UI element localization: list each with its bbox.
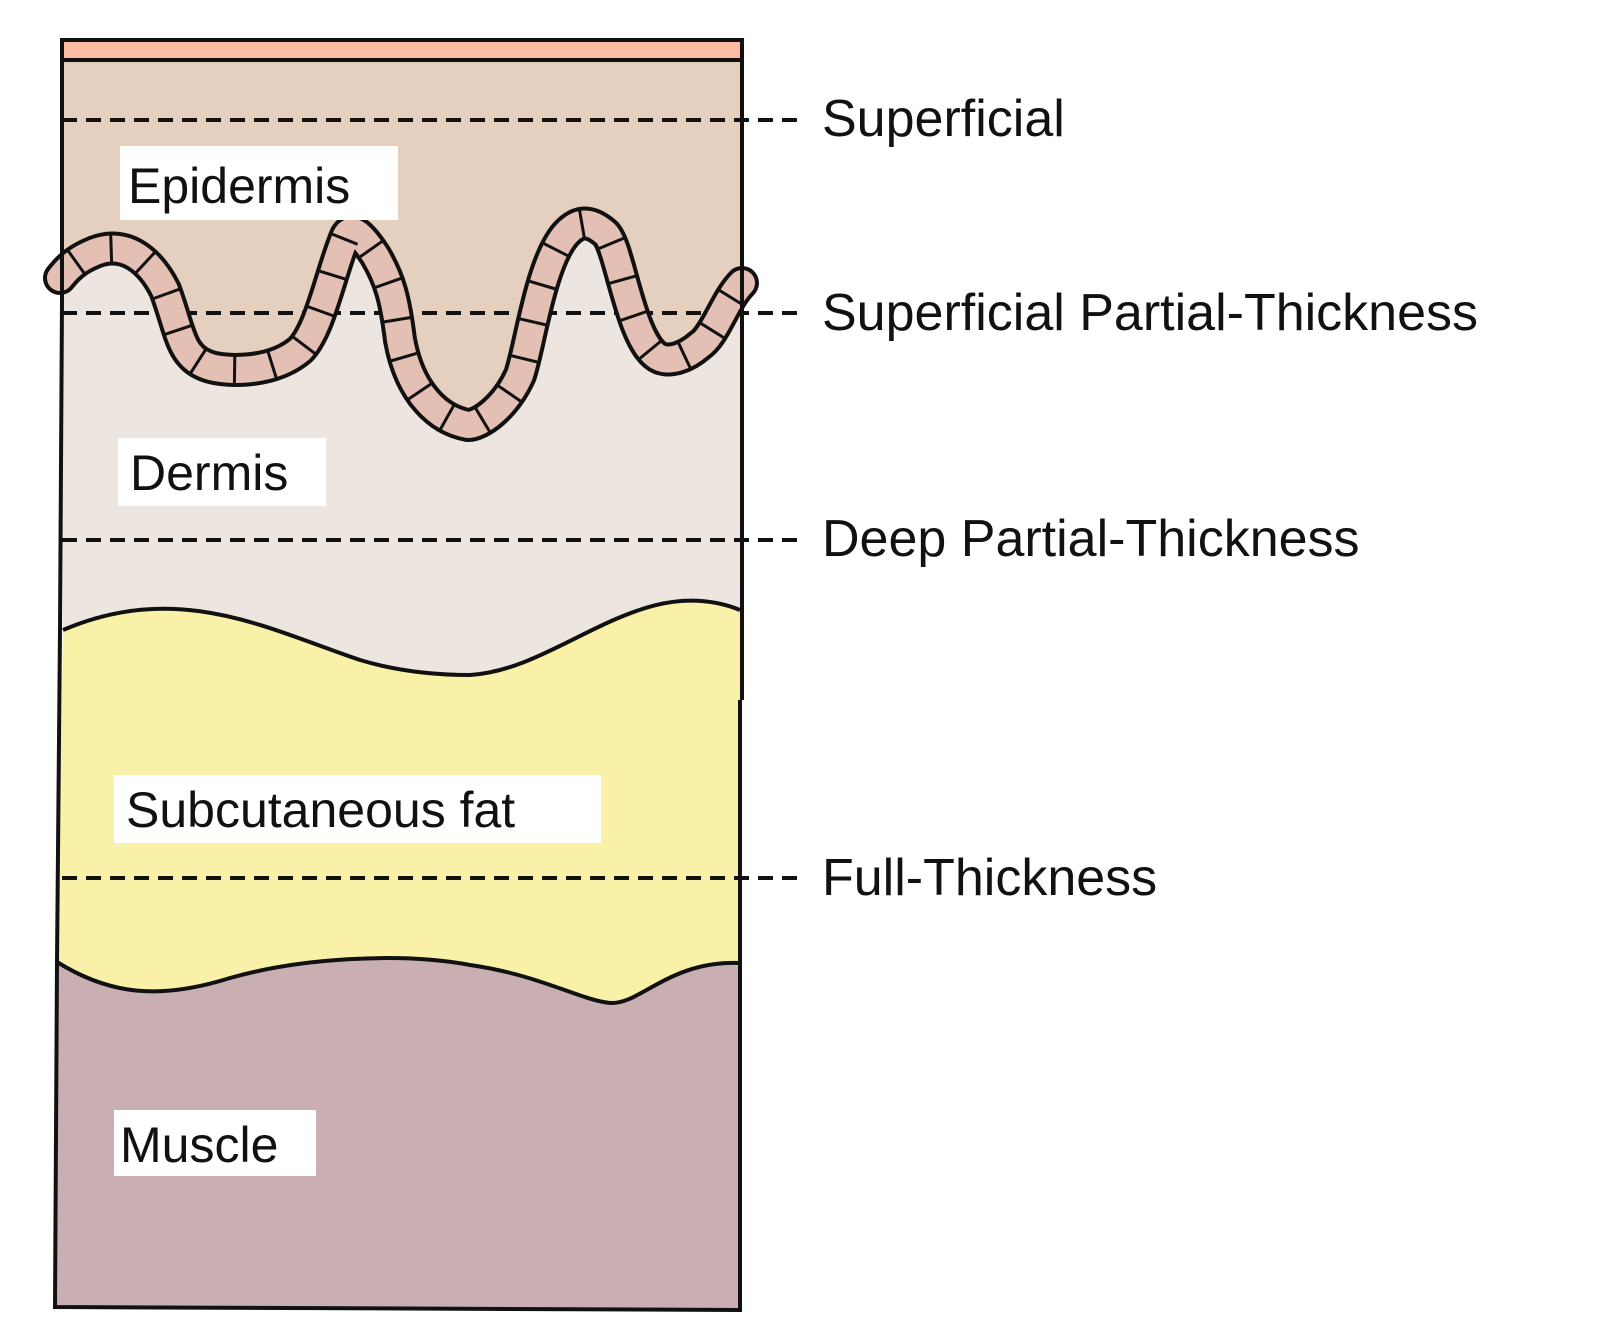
- label-subcutaneous-fat: Subcutaneous fat: [114, 775, 601, 843]
- band-cell-divider: [578, 209, 586, 238]
- band-cell-divider: [497, 384, 522, 403]
- basement-band-cell-dividers: [66, 209, 744, 433]
- band-cell-divider: [638, 339, 662, 361]
- band-cell-divider: [109, 234, 114, 263]
- band-cell-divider: [619, 310, 648, 323]
- band-cell-divider: [438, 404, 456, 431]
- band-cell-divider: [189, 348, 207, 375]
- muscle-layer: [55, 958, 740, 1310]
- band-cell-divider: [134, 251, 156, 274]
- band-cell-divider: [542, 241, 569, 258]
- layer-label-muscle: Muscle: [120, 1117, 278, 1173]
- band-cell-divider: [718, 288, 744, 307]
- band-cell-divider: [518, 317, 547, 327]
- label-epidermis: Epidermis: [120, 146, 398, 220]
- depth-label-deep-partial-thickness: Deep Partial-Thickness: [822, 510, 1360, 568]
- layer-label-subcutaneous-fat: Subcutaneous fat: [126, 782, 515, 838]
- band-cell-divider: [474, 407, 492, 433]
- basement-membrane-band: [43, 206, 759, 442]
- band-cell-divider: [510, 354, 539, 364]
- band-cell-divider: [291, 335, 317, 355]
- band-cell-divider: [390, 351, 418, 363]
- band-cell-divider: [152, 287, 181, 301]
- band-cell-divider: [266, 350, 278, 379]
- band-cell-divider: [528, 279, 557, 291]
- depth-label-superficial-partial-thickness: Superficial Partial-Thickness: [822, 284, 1478, 342]
- band-cell-divider: [358, 239, 384, 259]
- label-dermis: Dermis: [118, 438, 326, 506]
- layer-label-dermis: Dermis: [130, 445, 288, 501]
- band-cell-divider: [164, 324, 192, 336]
- depth-dash-lines: [62, 118, 798, 880]
- layer-label-epidermis: Epidermis: [128, 158, 350, 214]
- depth-label-full-thickness: Full-Thickness: [822, 849, 1157, 907]
- fat-muscle-boundary: [55, 956, 741, 1006]
- label-muscle: Muscle: [114, 1110, 316, 1176]
- band-cell-divider: [597, 236, 625, 251]
- basement-band-fill: [47, 210, 755, 438]
- depth-label-superficial: Superficial: [822, 90, 1065, 148]
- band-cell-divider: [374, 276, 403, 289]
- band-cell-divider: [608, 274, 637, 285]
- band-cell-divider: [699, 321, 726, 340]
- band-cell-divider: [407, 382, 433, 401]
- skin-block-frame: [52, 58, 744, 1313]
- band-cell-divider: [306, 305, 335, 318]
- band-cell-divider: [66, 249, 86, 275]
- band-cell-divider: [318, 269, 347, 281]
- band-cell-divider: [383, 316, 412, 324]
- surface-strip: [60, 38, 744, 62]
- dermis-fat-boundary: [62, 598, 741, 678]
- band-cell-divider: [331, 232, 359, 246]
- band-cell-divider: [677, 342, 692, 369]
